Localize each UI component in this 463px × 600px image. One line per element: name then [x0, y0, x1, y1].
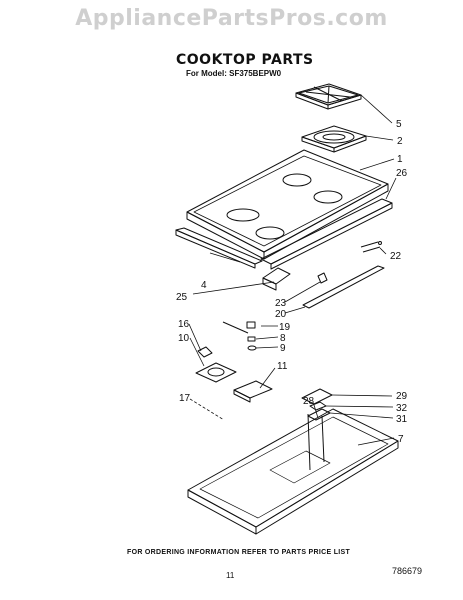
callout-22: 22 — [390, 251, 402, 262]
bracket — [302, 265, 385, 309]
callout-16: 16 — [178, 319, 190, 330]
callout-1: 1 — [397, 154, 403, 165]
callout-8: 8 — [280, 333, 286, 344]
callout-20: 20 — [275, 309, 287, 320]
front-trim-strip — [175, 227, 263, 269]
burner-bowl — [301, 125, 367, 153]
side-trim — [262, 267, 291, 291]
callout-19: 19 — [279, 322, 291, 333]
callout-32: 32 — [396, 403, 408, 414]
igniter-assembly — [195, 346, 237, 383]
cooktop-main — [186, 149, 389, 260]
screws — [360, 241, 382, 253]
callout-23: 23 — [275, 298, 287, 309]
leader-lines — [188, 94, 397, 446]
callout-29: 29 — [396, 391, 408, 402]
model-subtitle: For Model: SF375BEPW0 — [186, 69, 282, 78]
callout-7: 7 — [398, 434, 404, 445]
callout-31: 31 — [396, 414, 408, 425]
callout-labels: 5 2 1 26 22 4 25 23 20 16 19 10 8 9 11 1… — [176, 119, 408, 445]
callout-11: 11 — [277, 361, 288, 372]
callout-2: 2 — [397, 136, 403, 147]
callout-25: 25 — [176, 292, 188, 303]
ordering-info: FOR ORDERING INFORMATION REFER TO PARTS … — [127, 549, 351, 556]
page-number: 11 — [226, 571, 235, 580]
callout-26: 26 — [396, 168, 408, 179]
rear-trim — [260, 198, 393, 270]
callout-9: 9 — [280, 343, 286, 354]
page-title: COOKTOP PARTS — [176, 52, 314, 68]
callout-4: 4 — [201, 280, 207, 291]
burner-grate — [295, 83, 362, 110]
part-number: 786679 — [392, 566, 423, 576]
callout-28: 28 — [303, 396, 315, 407]
callout-5: 5 — [396, 119, 402, 130]
watermark-logo: AppliancePartsPros.com — [75, 6, 388, 31]
spark-module — [233, 380, 273, 403]
callout-10: 10 — [178, 333, 190, 344]
burner-parts — [222, 321, 257, 351]
callout-17: 17 — [179, 393, 191, 404]
burner-box — [187, 408, 399, 535]
